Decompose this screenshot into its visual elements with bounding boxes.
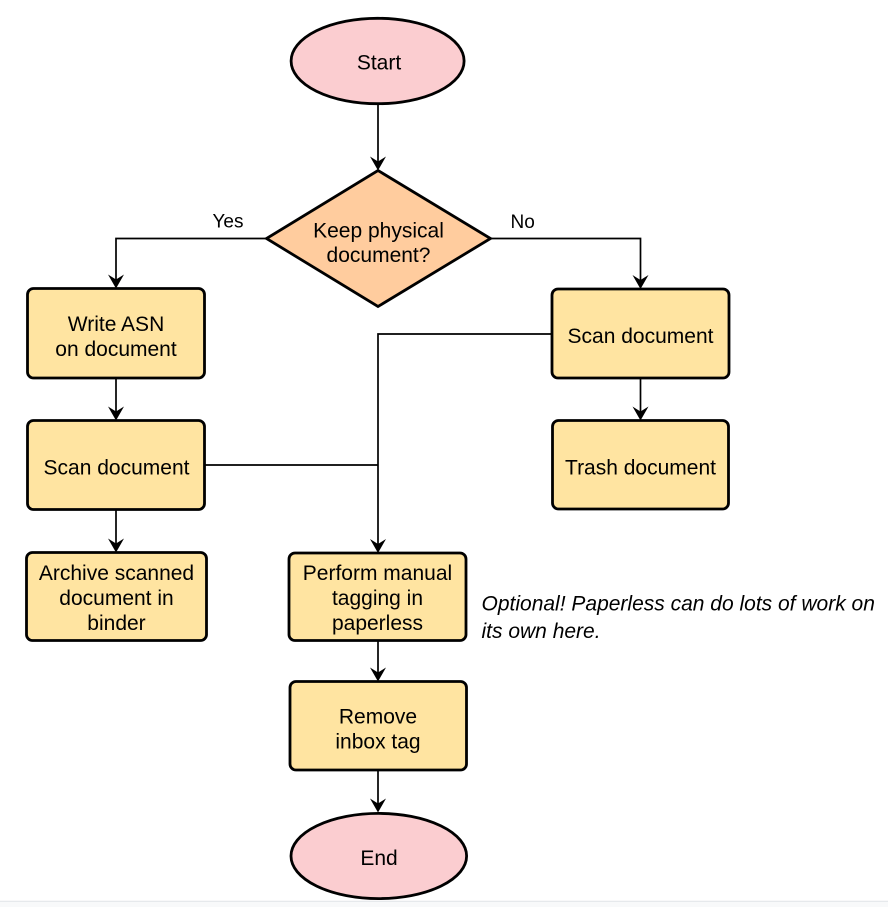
svg-text:Optional! Paperless can do lot: Optional! Paperless can do lots of work … <box>482 593 875 616</box>
svg-text:on document: on document <box>55 338 177 361</box>
svg-text:its own here.: its own here. <box>482 620 601 643</box>
svg-text:document in: document in <box>59 587 173 610</box>
svg-text:Keep physical: Keep physical <box>313 220 444 243</box>
svg-text:binder: binder <box>87 612 145 635</box>
svg-text:Trash document: Trash document <box>565 457 716 480</box>
svg-text:paperless: paperless <box>332 612 423 635</box>
svg-text:Remove: Remove <box>339 706 417 729</box>
svg-text:Yes: Yes <box>213 212 244 233</box>
svg-text:inbox tag: inbox tag <box>335 731 420 754</box>
svg-text:tagging in: tagging in <box>332 587 423 610</box>
svg-text:Archive scanned: Archive scanned <box>39 562 194 585</box>
svg-text:Start: Start <box>357 52 402 75</box>
svg-text:document?: document? <box>327 244 431 267</box>
svg-text:No: No <box>511 212 535 233</box>
svg-text:Write ASN: Write ASN <box>68 313 164 336</box>
svg-text:Scan document: Scan document <box>44 457 190 480</box>
svg-text:End: End <box>360 847 397 870</box>
svg-text:Scan document: Scan document <box>568 325 714 348</box>
svg-text:Perform manual: Perform manual <box>303 562 452 585</box>
